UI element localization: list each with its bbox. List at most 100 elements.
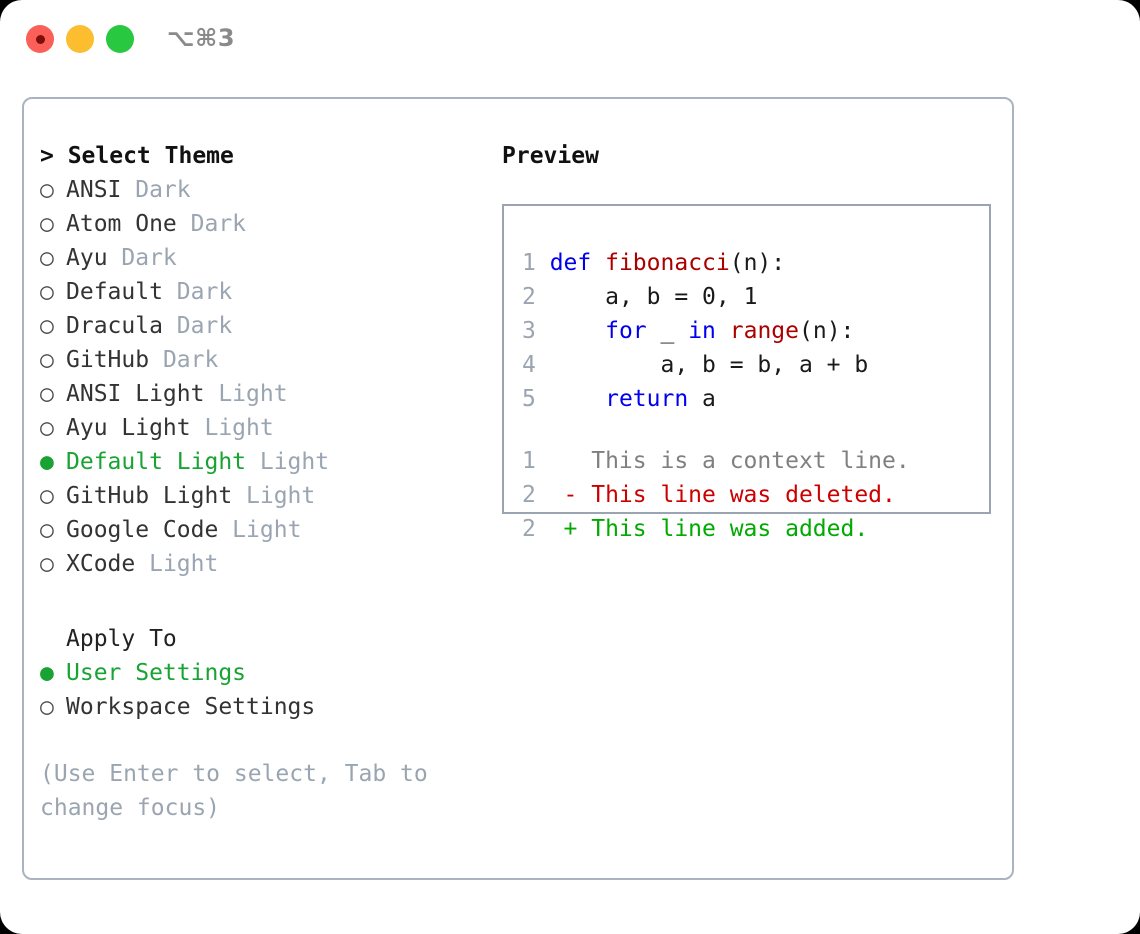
code-token-plain [591,250,605,276]
code-line: 3 for _ in range(n): [522,314,868,348]
code-token-plain [716,318,730,344]
diff-sample: 1 This is a context line.2 - This line w… [522,444,910,546]
theme-list-column: > Select Theme ○ANSI Dark○Atom One Dark○… [40,139,490,581]
theme-option-label: GitHub Light [66,483,233,509]
theme-option-mode-tag: Dark [107,245,177,271]
radio-selected-icon: ● [40,449,54,475]
code-line-number: 5 [522,386,550,412]
code-token-plain: a, b = 0, 1 [549,284,758,310]
code-token-plain: (n): [729,250,786,276]
theme-option-mode-tag: Light [190,415,274,441]
apply-to-header: Apply To [66,626,177,652]
theme-option-default-light[interactable]: ●Default Light Light [40,445,490,479]
theme-option-label: GitHub [66,347,150,373]
title-bar: ⌥⌘3 [0,0,1140,80]
theme-option-label: Dracula [66,313,163,339]
theme-option-label: Default Light [66,449,247,475]
code-token-plain: _ [646,318,689,344]
theme-option-ayu[interactable]: ○ Ayu Dark [40,241,490,275]
diff-line-add: 2 + This line was added. [522,512,910,546]
theme-option-ayu-light[interactable]: ○ Ayu Light Light [40,411,490,445]
theme-option-default[interactable]: ○ Default Dark [40,275,490,309]
theme-option-list: ○ANSI Dark○Atom One Dark○Ayu Dark○Defaul… [40,173,490,581]
theme-option-label: Atom One [66,211,177,237]
code-token-fn: range [729,318,799,344]
theme-option-mode-tag: Light [232,483,316,509]
code-token-kw: def [549,250,592,276]
code-token-kw: in [688,318,716,344]
theme-option-mode-tag: Dark [176,211,247,237]
apply-to-option-workspace-settings[interactable]: ○Workspace Settings [40,690,490,724]
theme-option-label: Google Code [66,517,219,543]
theme-option-github[interactable]: ○ GitHub Dark [40,343,490,377]
theme-option-mode-tag: Light [204,381,288,407]
radio-unselected-icon: ○ [40,347,54,373]
code-line-number: 2 [522,284,550,310]
code-line: 4 a, b = b, a + b [522,348,868,382]
theme-option-mode-tag: Light [135,551,219,577]
theme-option-mode-tag: Dark [121,177,191,203]
keyboard-shortcut-label: ⌥⌘3 [167,24,236,52]
theme-option-label: Ayu [66,245,108,271]
theme-option-ansi[interactable]: ○ANSI Dark [40,173,490,207]
radio-unselected-icon: ○ [40,415,54,441]
code-line-number: 4 [522,352,550,378]
apply-to-option-list: ● User Settings ○Workspace Settings [40,656,490,724]
theme-option-google-code[interactable]: ○Google Code Light [40,513,490,547]
theme-option-mode-tag: Dark [149,347,219,373]
theme-option-mode-tag: Dark [162,279,233,305]
radio-unselected-icon: ○ [40,381,54,407]
diff-line-ctx: 1 This is a context line. [522,444,910,478]
code-line-number: 1 [522,250,550,276]
apply-to-option-user-settings[interactable]: ● User Settings [40,656,490,690]
theme-option-xcode[interactable]: ○ XCode Light [40,547,490,581]
diff-line-number: 1 [522,448,564,474]
apply-to-option-label: User Settings [66,660,247,686]
radio-unselected-icon: ○ [40,551,54,577]
close-button-modified-indicator [36,35,45,44]
code-line: 2 a, b = 0, 1 [522,280,868,314]
theme-option-label: ANSI [66,177,122,203]
code-token-plain: (n): [799,318,855,344]
diff-line-text: This is a context line. [563,448,910,474]
code-token-kw: return [605,386,689,412]
code-token-plain [550,386,605,412]
code-line: 5 return a [522,382,868,416]
theme-list-header: > Select Theme [40,143,234,169]
preview-header: Preview [502,143,599,169]
theme-option-label: XCode [66,551,136,577]
code-token-plain [550,318,605,344]
code-token-plain: a [688,386,716,412]
theme-option-atom-one[interactable]: ○Atom One Dark [40,207,490,241]
apply-to-option-label: Workspace Settings [66,694,316,720]
theme-option-github-light[interactable]: ○GitHub Light Light [40,479,490,513]
keyboard-hint-text: (Use Enter to select, Tab to change focu… [40,761,428,821]
theme-option-label: ANSI Light [66,381,205,407]
diff-line-number: 2 [522,516,564,542]
radio-unselected-icon: ○ [40,245,54,271]
radio-selected-icon: ● [40,660,54,686]
theme-option-mode-tag: Dark [162,313,233,339]
code-line: 1 def fibonacci(n): [522,246,868,280]
theme-option-label: Ayu Light [66,415,191,441]
diff-line-number: 2 [522,482,564,508]
diff-line-text: - This line was deleted. [563,482,896,508]
diff-line-text: + This line was added. [563,516,869,542]
code-token-plain: a, b = b, a + b [549,352,869,378]
theme-option-label: Default [66,279,163,305]
maximize-button[interactable] [106,25,134,53]
theme-option-ansi-light[interactable]: ○ ANSI Light Light [40,377,490,411]
code-line-number: 3 [522,318,550,344]
radio-unselected-icon: ○ [40,313,54,339]
theme-selector-panel: > Select Theme ○ANSI Dark○Atom One Dark○… [22,97,1014,880]
diff-line-del: 2 - This line was deleted. [522,478,910,512]
radio-unselected-icon: ○ [40,279,54,305]
theme-option-dracula[interactable]: ○ Dracula Dark [40,309,490,343]
code-token-fn: fibonacci [605,250,730,276]
minimize-button[interactable] [66,25,94,53]
radio-unselected-icon: ○ [40,517,54,543]
preview-column: Preview [502,139,1002,173]
